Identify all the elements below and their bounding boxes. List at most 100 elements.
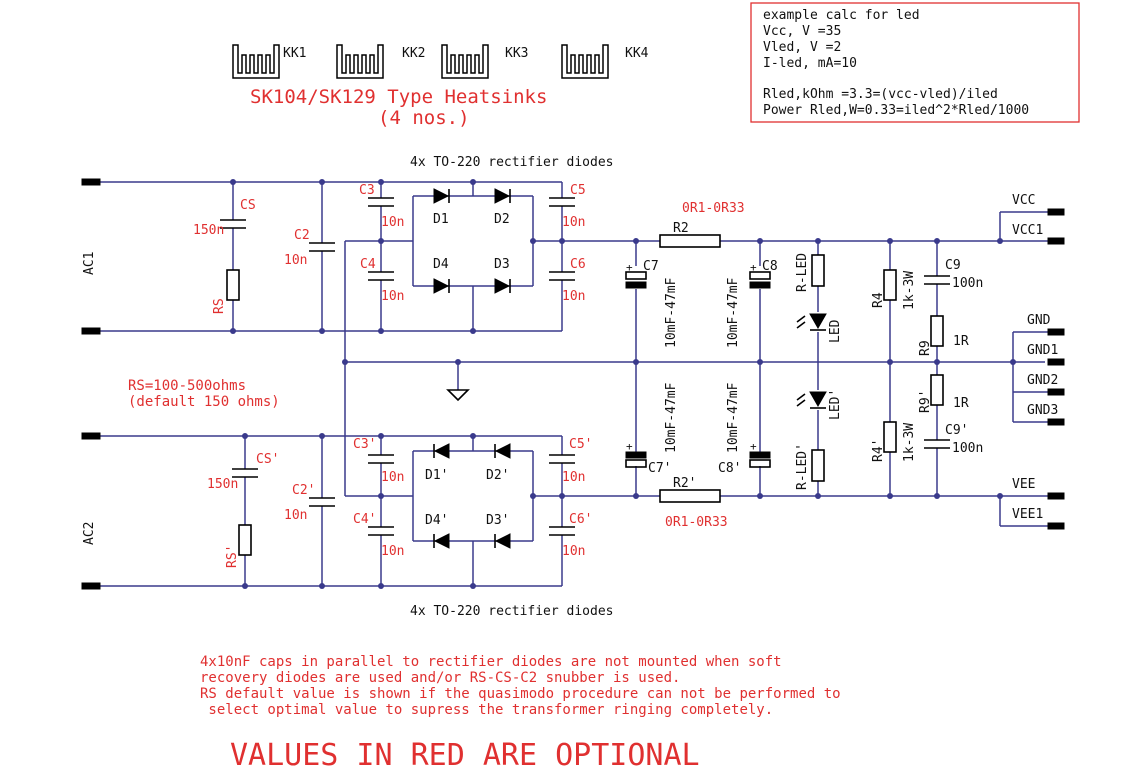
label-cs: CS bbox=[240, 198, 256, 213]
value-r2-prime: 0R1-0R33 bbox=[665, 515, 728, 530]
cap-c3 bbox=[368, 197, 394, 207]
terminal-ac1-b bbox=[81, 327, 101, 335]
cap-c4 bbox=[368, 271, 394, 281]
value-cs-prime: 150n bbox=[207, 477, 238, 492]
cap-c8-prime: + bbox=[749, 440, 771, 468]
cap-cs bbox=[220, 219, 246, 229]
label-d4-prime: D4' bbox=[425, 513, 448, 528]
label-led: LED bbox=[828, 319, 843, 343]
cap-c2-prime bbox=[309, 497, 335, 507]
label-d3: D3 bbox=[494, 257, 510, 272]
cap-c3-prime bbox=[368, 454, 394, 464]
label-r9: R9 bbox=[918, 340, 933, 356]
calc-line-1: example calc for led bbox=[763, 8, 920, 23]
resistor-r9 bbox=[930, 315, 944, 347]
label-d1: D1 bbox=[433, 212, 449, 227]
label-c8-prime: C8' bbox=[718, 461, 741, 476]
value-c4: 10n bbox=[381, 289, 404, 304]
calc-line-7: Power Rled,W=0.33=iled^2*Rled/1000 bbox=[763, 103, 1029, 118]
cap-c7: + bbox=[625, 261, 647, 289]
diodes-caption-top: 4x TO-220 rectifier diodes bbox=[410, 155, 614, 170]
resistor-r4-prime bbox=[883, 421, 897, 453]
label-d3-prime: D3' bbox=[486, 513, 509, 528]
heatsink-kk2 bbox=[336, 44, 384, 79]
diode-d2 bbox=[494, 188, 511, 204]
value-r4: 1k-3W bbox=[902, 271, 917, 310]
led-lower bbox=[796, 391, 827, 409]
calc-line-6: Rled,kOhm =3.3=(vcc-vled)/iled bbox=[763, 87, 998, 102]
bottom-note-line-1: 4x10nF caps in parallel to rectifier dio… bbox=[200, 654, 782, 670]
calc-box bbox=[750, 2, 1080, 123]
label-c6-prime: C6' bbox=[569, 512, 592, 527]
cap-c7-prime: + bbox=[625, 440, 647, 468]
svg-text:+: + bbox=[750, 261, 757, 274]
label-rs: RS bbox=[212, 298, 227, 314]
calc-line-4: I-led, mA=10 bbox=[763, 56, 857, 71]
value-c5-prime: 10n bbox=[562, 470, 585, 485]
value-c6: 10n bbox=[562, 289, 585, 304]
footer-optional-note: VALUES IN RED ARE OPTIONAL bbox=[230, 738, 700, 773]
label-c2: C2 bbox=[294, 228, 310, 243]
value-c5: 10n bbox=[562, 215, 585, 230]
input-label-ac2: AC2 bbox=[82, 522, 97, 545]
label-d4: D4 bbox=[433, 257, 449, 272]
heatsink-label-kk3: KK3 bbox=[505, 46, 528, 61]
label-c5-prime: C5' bbox=[569, 437, 592, 452]
svg-text:+: + bbox=[626, 261, 633, 274]
heatsinks-subtitle: (4 nos.) bbox=[378, 107, 470, 129]
resistor-rled-prime bbox=[811, 449, 825, 482]
output-vcc: VCC bbox=[1012, 193, 1035, 208]
lower-wiring bbox=[100, 435, 761, 587]
value-c7: 10mF-47mF bbox=[664, 277, 679, 348]
svg-text:+: + bbox=[750, 440, 757, 453]
calc-line-2: Vcc, V =35 bbox=[763, 24, 841, 39]
output-gnd2: GND2 bbox=[1027, 373, 1058, 388]
label-c5: C5 bbox=[570, 183, 586, 198]
label-led-prime: LED' bbox=[828, 389, 843, 420]
resistor-r2-prime bbox=[659, 489, 721, 503]
label-c4-prime: C4' bbox=[353, 512, 376, 527]
diode-d4 bbox=[433, 278, 450, 294]
resistor-rled bbox=[811, 254, 825, 287]
label-c8: C8 bbox=[762, 259, 778, 274]
cap-c5 bbox=[549, 197, 575, 207]
diodes-caption-bottom: 4x TO-220 rectifier diodes bbox=[410, 604, 614, 619]
svg-text:+: + bbox=[626, 440, 633, 453]
rs-note-line-1: RS=100-500ohms bbox=[128, 378, 246, 394]
label-c3-prime: C3' bbox=[353, 437, 376, 452]
output-gnd3: GND3 bbox=[1027, 403, 1058, 418]
value-c9-prime: 100n bbox=[952, 441, 983, 456]
value-c8-prime: 10mF-47mF bbox=[726, 382, 741, 453]
cap-c9 bbox=[924, 275, 950, 285]
value-c2-prime: 10n bbox=[284, 508, 307, 523]
label-c9-prime: C9' bbox=[945, 423, 968, 438]
value-c8: 10mF-47mF bbox=[726, 277, 741, 348]
heatsinks-title: SK104/SK129 Type Heatsinks bbox=[250, 86, 547, 108]
value-c9: 100n bbox=[952, 276, 983, 291]
cap-c4-prime bbox=[368, 526, 394, 536]
calc-line-3: Vled, V =2 bbox=[763, 40, 841, 55]
resistor-r4 bbox=[883, 269, 897, 301]
cap-c8: + bbox=[749, 261, 771, 289]
label-c7-prime: C7' bbox=[648, 461, 671, 476]
value-c2: 10n bbox=[284, 253, 307, 268]
terminal-ac2-a bbox=[81, 432, 101, 440]
value-r2: 0R1-0R33 bbox=[682, 201, 745, 216]
cap-cs-prime bbox=[232, 468, 258, 478]
bottom-note-line-2: recovery diodes are used and/or RS-CS-C2… bbox=[200, 670, 680, 686]
heatsink-kk4 bbox=[561, 44, 609, 79]
cap-c6 bbox=[549, 271, 575, 281]
resistor-r2 bbox=[659, 234, 721, 248]
value-cs: 150n bbox=[193, 223, 224, 238]
label-c9: C9 bbox=[945, 258, 961, 273]
output-vee: VEE bbox=[1012, 477, 1035, 492]
value-r4-prime: 1k-3W bbox=[902, 423, 917, 462]
output-vcc1: VCC1 bbox=[1012, 223, 1043, 238]
label-c2-prime: C2' bbox=[292, 483, 315, 498]
label-r4: R4 bbox=[871, 292, 886, 308]
label-c6: C6 bbox=[570, 257, 586, 272]
diode-d3-prime bbox=[494, 533, 511, 549]
label-r2-prime: R2' bbox=[673, 476, 696, 491]
label-rs-prime: RS' bbox=[225, 545, 240, 568]
label-d2: D2 bbox=[494, 212, 510, 227]
